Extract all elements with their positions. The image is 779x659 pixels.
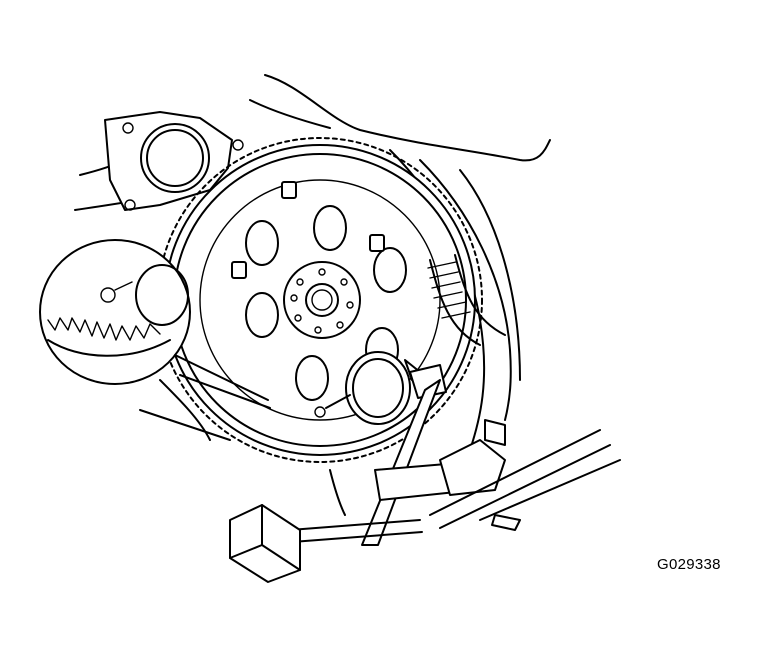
figure-code-label: G029338 bbox=[657, 556, 721, 573]
dial-indicator-icon bbox=[314, 351, 447, 425]
magnifier-callout-icon bbox=[39, 239, 271, 409]
hose bbox=[427, 254, 506, 346]
mounting-flange bbox=[104, 111, 244, 211]
indicator-stand bbox=[229, 379, 621, 583]
